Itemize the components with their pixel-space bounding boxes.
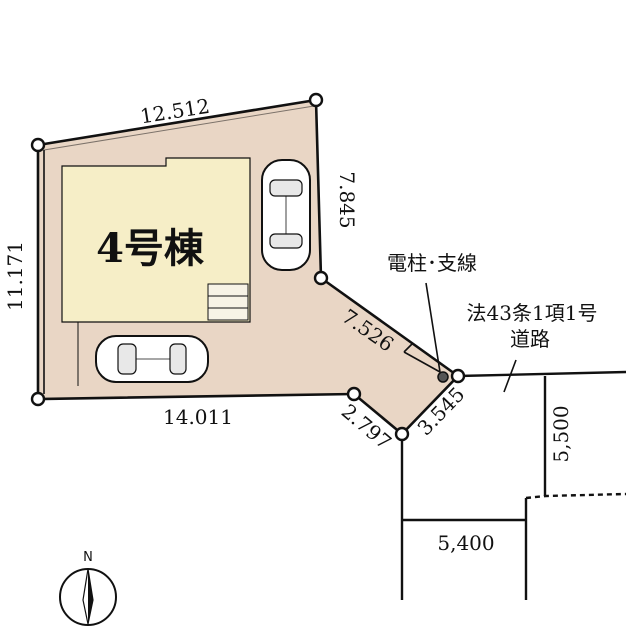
guy-wire-arrow: [403, 343, 441, 373]
lot-vertex: [313, 270, 329, 286]
parking-car-horizontal: [95, 335, 209, 383]
road-marker: [503, 359, 517, 393]
north-compass: N: [59, 550, 117, 626]
lot-vertex: [30, 137, 46, 153]
lot-top-stripe: [43, 105, 315, 151]
lot-vertex: [30, 391, 46, 407]
pole-leader-line: [425, 282, 441, 373]
building-label: 4号棟: [96, 225, 205, 272]
lot-vertex: [346, 386, 362, 402]
lot-vertex: [308, 92, 324, 108]
road-edge-top: [457, 370, 627, 378]
road-width-horizontal: 5,400: [437, 531, 494, 555]
road-label-line1: 法43条1項1号: [467, 301, 598, 325]
compass-north-label: N: [83, 550, 93, 565]
dim-label-left: 11.171: [3, 241, 27, 311]
parking-car-vertical: [261, 159, 311, 271]
building-footprint: [61, 157, 251, 323]
entrance-steps: [207, 283, 249, 321]
utility-pole: [437, 371, 449, 383]
utility-pole-label: 電柱･支線: [387, 251, 477, 275]
road-label-line2: 道路: [510, 327, 550, 351]
road-dashed-extension: [525, 492, 627, 500]
dim-label-bottom: 14.011: [163, 405, 233, 429]
dim-label-right-upper: 7.845: [335, 171, 359, 228]
road-width-vertical: 5,500: [549, 405, 573, 462]
lot-vertex: [394, 426, 410, 442]
lot-vertex: [450, 368, 466, 384]
